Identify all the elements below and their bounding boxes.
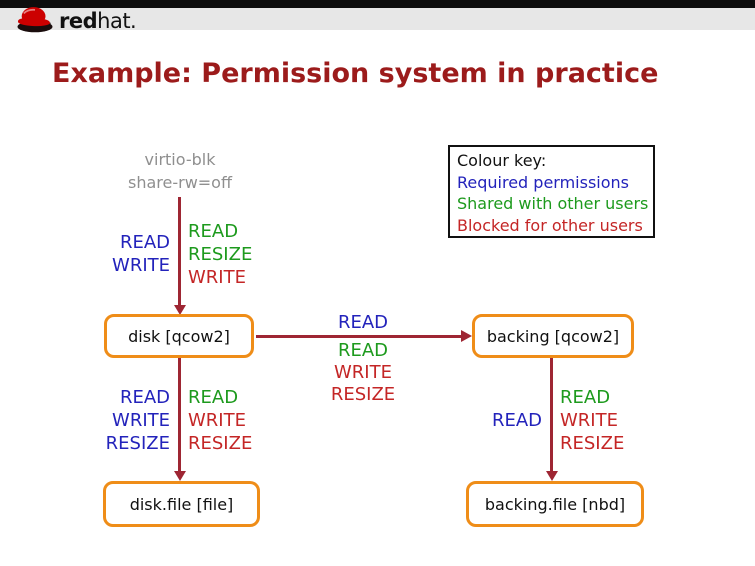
colour-key-heading: Colour key:	[457, 151, 547, 170]
node-disk-qcow2: disk [qcow2]	[104, 314, 254, 358]
slide-title: Example: Permission system in practice	[52, 58, 659, 89]
arrow-backing-to-backingfile	[550, 358, 553, 471]
logo-word-red: red	[59, 9, 98, 33]
colour-key-blocked: Blocked for other users	[457, 215, 643, 235]
header-gray-bar	[0, 8, 755, 30]
permission-label: READ	[337, 340, 389, 361]
permission-label: WRITE	[188, 267, 246, 288]
perms-backing-file-others: READ WRITE RESIZE	[560, 386, 624, 455]
permission-label: WRITE	[334, 362, 392, 383]
arrow-virtio-to-disk	[178, 197, 181, 306]
permission-label: READ	[337, 312, 389, 333]
perms-disk-file-others: READ WRITE RESIZE	[188, 386, 252, 455]
perms-disk-backing-others: READ WRITE RESIZE	[283, 340, 443, 406]
arrowhead-disk-to-backing	[461, 330, 472, 342]
perms-virtio-disk-required: READ WRITE	[60, 231, 170, 277]
perms-disk-file-required: READ WRITE RESIZE	[50, 386, 170, 455]
permission-label: READ	[560, 387, 611, 408]
permission-label: RESIZE	[188, 433, 253, 454]
redhat-hat-icon	[14, 3, 56, 39]
arrowhead-virtio-to-disk	[173, 305, 186, 315]
node-label: backing [qcow2]	[486, 326, 620, 346]
permission-label: WRITE	[188, 410, 246, 431]
perms-backing-file-required: READ	[450, 409, 542, 432]
node-disk-file: disk.file [file]	[103, 481, 260, 527]
colour-key-required: Required permissions	[457, 172, 630, 192]
node-label: disk.file [file]	[129, 494, 234, 514]
redhat-wordmark: redhat.	[59, 9, 137, 33]
permission-label: READ	[119, 232, 170, 253]
colour-key-box: Colour key: Required permissions Shared …	[448, 145, 655, 238]
perms-disk-backing-required: READ	[283, 311, 443, 334]
permission-label: READ	[188, 221, 239, 242]
permission-label: WRITE	[560, 410, 618, 431]
header-black-bar	[0, 0, 755, 8]
logo-word-hat: hat.	[97, 9, 137, 33]
permission-label: READ	[119, 387, 170, 408]
arrowhead-disk-to-diskfile	[173, 471, 186, 481]
permission-label: WRITE	[112, 410, 170, 431]
permission-label: READ	[491, 410, 542, 431]
arrow-disk-to-backing	[256, 335, 462, 338]
device-label-line1: virtio-blk	[144, 150, 216, 169]
redhat-logo: redhat.	[14, 3, 137, 39]
arrowhead-backing-to-backingfile	[545, 471, 558, 481]
permission-label: RESIZE	[330, 384, 396, 405]
node-label: backing.file [nbd]	[484, 494, 626, 514]
permission-label: WRITE	[112, 255, 170, 276]
permission-label: RESIZE	[188, 244, 253, 265]
permission-label: RESIZE	[105, 433, 170, 454]
perms-virtio-disk-others: READ RESIZE WRITE	[188, 220, 252, 289]
node-backing-qcow2: backing [qcow2]	[472, 314, 634, 358]
node-backing-file: backing.file [nbd]	[466, 481, 644, 527]
colour-key-shared: Shared with other users	[457, 194, 649, 213]
device-label: virtio-blk share-rw=off	[95, 148, 265, 194]
node-label: disk [qcow2]	[128, 326, 230, 346]
permission-label: READ	[188, 387, 239, 408]
device-label-line2: share-rw=off	[127, 173, 232, 192]
permission-label: RESIZE	[560, 433, 625, 454]
arrow-disk-to-diskfile	[178, 358, 181, 471]
